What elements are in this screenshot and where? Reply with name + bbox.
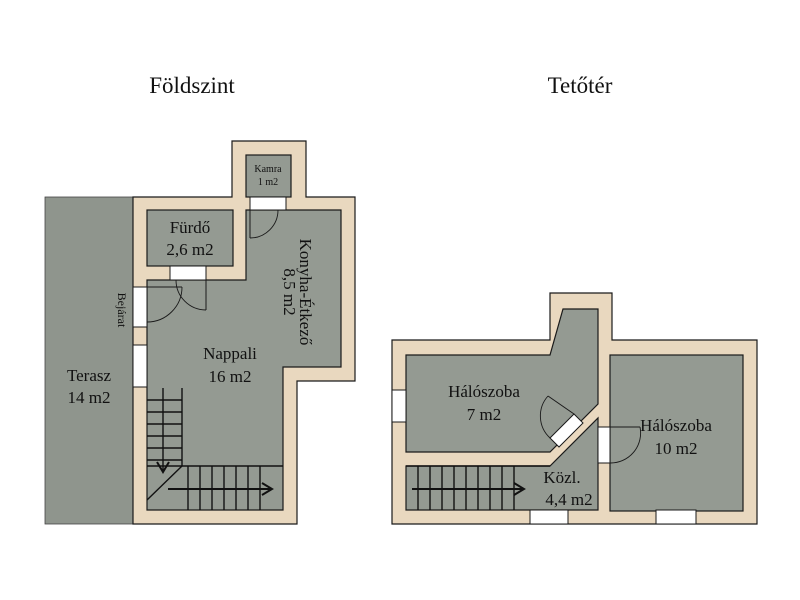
pantry-area-text: 1 m2: [258, 177, 278, 188]
entrance-opening: [132, 286, 148, 328]
entrance-name: Bejárat: [115, 293, 129, 328]
entrance-door: [146, 286, 183, 323]
bathroom-area-text: 2,6 m2: [166, 240, 213, 259]
attic-bottom-window-2: [655, 509, 697, 525]
bathroom-label: Fürdő 2,6 m2: [166, 218, 213, 259]
entrance-label: Bejárat: [115, 293, 129, 328]
bedroom-small-area-text: 7 m2: [467, 405, 501, 424]
hall-label: Közl. 4,4 m2: [543, 468, 592, 509]
pantry-name: Kamra: [254, 164, 282, 175]
pantry-door: [249, 209, 279, 239]
attic-floor-title: Tetőtér: [548, 73, 613, 98]
kitchen-area-text: 8,5 m2: [280, 268, 299, 315]
living-label: Nappali 16 m2: [203, 344, 257, 386]
kitchen-name: Konyha-Étkező: [296, 239, 315, 346]
attic-bottom-window-1: [529, 509, 569, 525]
bedroom-small-door-opening: [549, 413, 584, 448]
attic-stairs: [406, 465, 550, 510]
bedroom-large-floor: [609, 354, 744, 512]
attic-left-window: [391, 389, 407, 423]
terrace-area-text: 14 m2: [68, 388, 111, 407]
terrace-label: Terasz 14 m2: [67, 366, 112, 407]
pantry-floor: [245, 154, 292, 198]
kitchen-label: Konyha-Étkező 8,5 m2: [280, 239, 315, 346]
bedroom-large-name: Hálószoba: [640, 416, 712, 435]
bedroom-large-area-text: 10 m2: [655, 439, 698, 458]
bedroom-small-label: Hálószoba 7 m2: [448, 382, 520, 424]
living-kitchen-floor: [146, 209, 342, 511]
living-name: Nappali: [203, 344, 257, 363]
terrace-area: [44, 196, 134, 525]
pantry-label: Kamra 1 m2: [254, 164, 282, 188]
bedroom-small-door: [539, 395, 575, 439]
bathroom-name: Fürdő: [170, 218, 211, 237]
ground-stairs: [146, 388, 283, 510]
bathroom-door: [175, 279, 207, 311]
bedroom-large-label: Hálószoba 10 m2: [640, 416, 712, 458]
living-area-text: 16 m2: [209, 367, 252, 386]
terrace-name: Terasz: [67, 366, 112, 385]
bedroom-large-door: [609, 426, 642, 464]
terrace-window: [132, 344, 148, 388]
bedroom-large-door-opening: [597, 426, 611, 464]
bedroom-small-name: Hálószoba: [448, 382, 520, 401]
bedroom-small-floor: [405, 308, 599, 453]
bathroom-floor: [146, 209, 234, 267]
bathroom-door-opening: [169, 265, 207, 281]
pantry-door-opening: [249, 196, 287, 211]
hall-name: Közl.: [543, 468, 580, 487]
hall-area-text: 4,4 m2: [545, 490, 592, 509]
ground-floor-title: Földszint: [149, 73, 235, 98]
